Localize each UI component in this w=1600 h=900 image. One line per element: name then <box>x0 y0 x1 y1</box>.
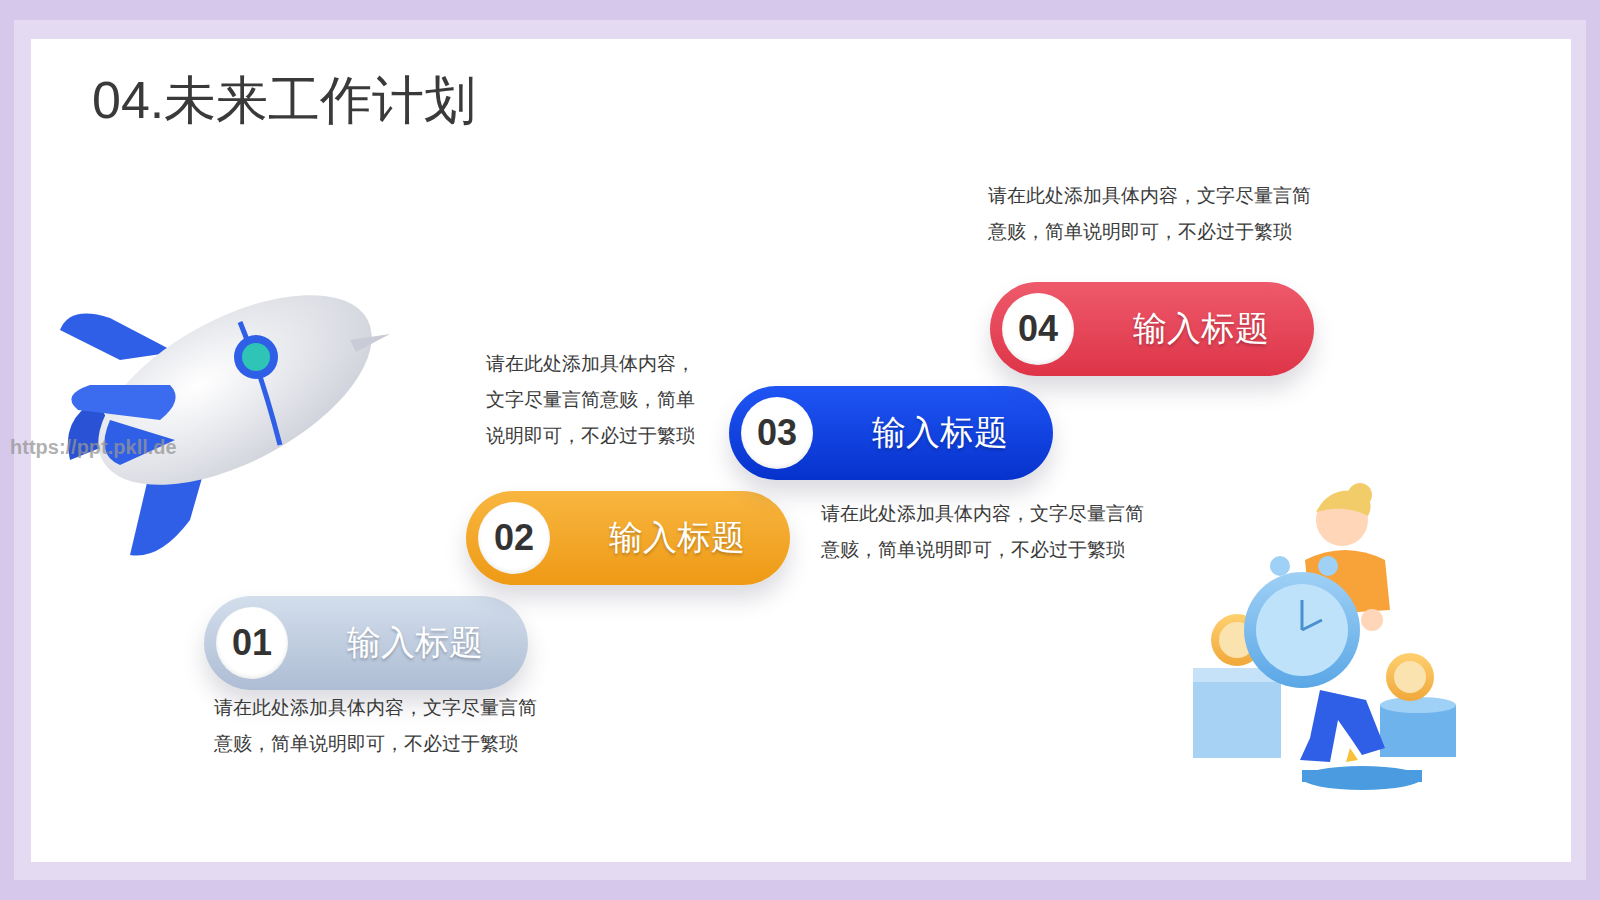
description-text: 请在此处添加具体内容， 文字尽量言简意赅，简单 说明即可，不必过于繁琐 <box>486 346 708 454</box>
watermark: https://ppt.pkll.de <box>10 436 177 459</box>
title-pill: 输入标题 04 <box>990 282 1314 376</box>
rocket-illustration <box>60 256 401 556</box>
description-text: 请在此处添加具体内容，文字尽量言简 意赅，简单说明即可，不必过于繁琐 <box>821 496 1159 568</box>
description-text: 请在此处添加具体内容，文字尽量言简 意赅，简单说明即可，不必过于繁琐 <box>988 178 1326 250</box>
pill-title: 输入标题 <box>872 410 1008 456</box>
number-circle: 04 <box>1002 293 1074 365</box>
description-text: 请在此处添加具体内容，文字尽量言简 意赅，简单说明即可，不必过于繁琐 <box>214 690 552 762</box>
slide-title: 04.未来工作计划 <box>92 66 476 136</box>
step-number: 01 <box>232 622 272 664</box>
step-number: 03 <box>757 412 797 454</box>
number-circle: 01 <box>216 607 288 679</box>
pill-title: 输入标题 <box>347 620 483 666</box>
title-pill: 输入标题 03 <box>729 386 1053 480</box>
title-pill: 输入标题 01 <box>204 596 528 690</box>
step-number: 02 <box>494 517 534 559</box>
pill-title: 输入标题 <box>609 515 745 561</box>
title-pill: 输入标题 02 <box>466 491 790 585</box>
person-clock-illustration <box>1193 483 1456 790</box>
step-number: 04 <box>1018 308 1058 350</box>
number-circle: 03 <box>741 397 813 469</box>
pill-title: 输入标题 <box>1133 306 1269 352</box>
number-circle: 02 <box>478 502 550 574</box>
